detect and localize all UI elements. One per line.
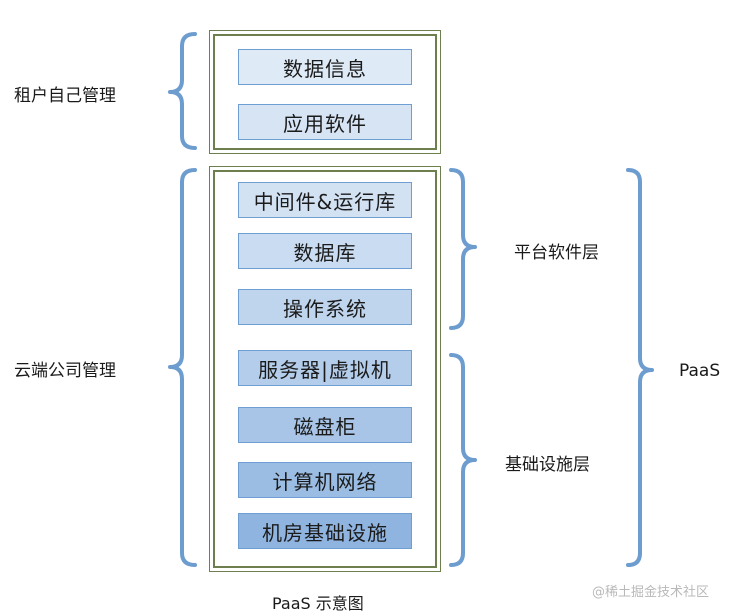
paas-brace [626,168,654,567]
platform-brace [449,168,477,330]
layer-server-vm: 服务器|虚拟机 [238,350,412,386]
tenant-brace [168,32,197,150]
layer-database: 数据库 [238,233,412,269]
layer-data-info: 数据信息 [238,49,412,85]
platform-layer-label: 平台软件层 [514,243,599,263]
cloud-managed-label: 云端公司管理 [14,361,116,381]
layer-computer-network: 计算机网络 [238,462,412,498]
layer-datacenter-infrastructure: 机房基础设施 [238,513,412,549]
watermark: @稀土掘金技术社区 [592,585,710,600]
layer-middleware-runtime: 中间件&运行库 [238,182,412,218]
paas-label: PaaS [679,361,721,381]
cloud-brace [168,168,197,567]
infrastructure-brace [449,353,477,567]
layer-disk-cabinet: 磁盘柜 [238,407,412,443]
layer-operating-system: 操作系统 [238,289,412,325]
diagram-caption: PaaS 示意图 [272,594,364,613]
layer-application-software: 应用软件 [238,104,412,140]
tenant-managed-label: 租户自己管理 [14,86,116,106]
infrastructure-layer-label: 基础设施层 [505,455,590,475]
